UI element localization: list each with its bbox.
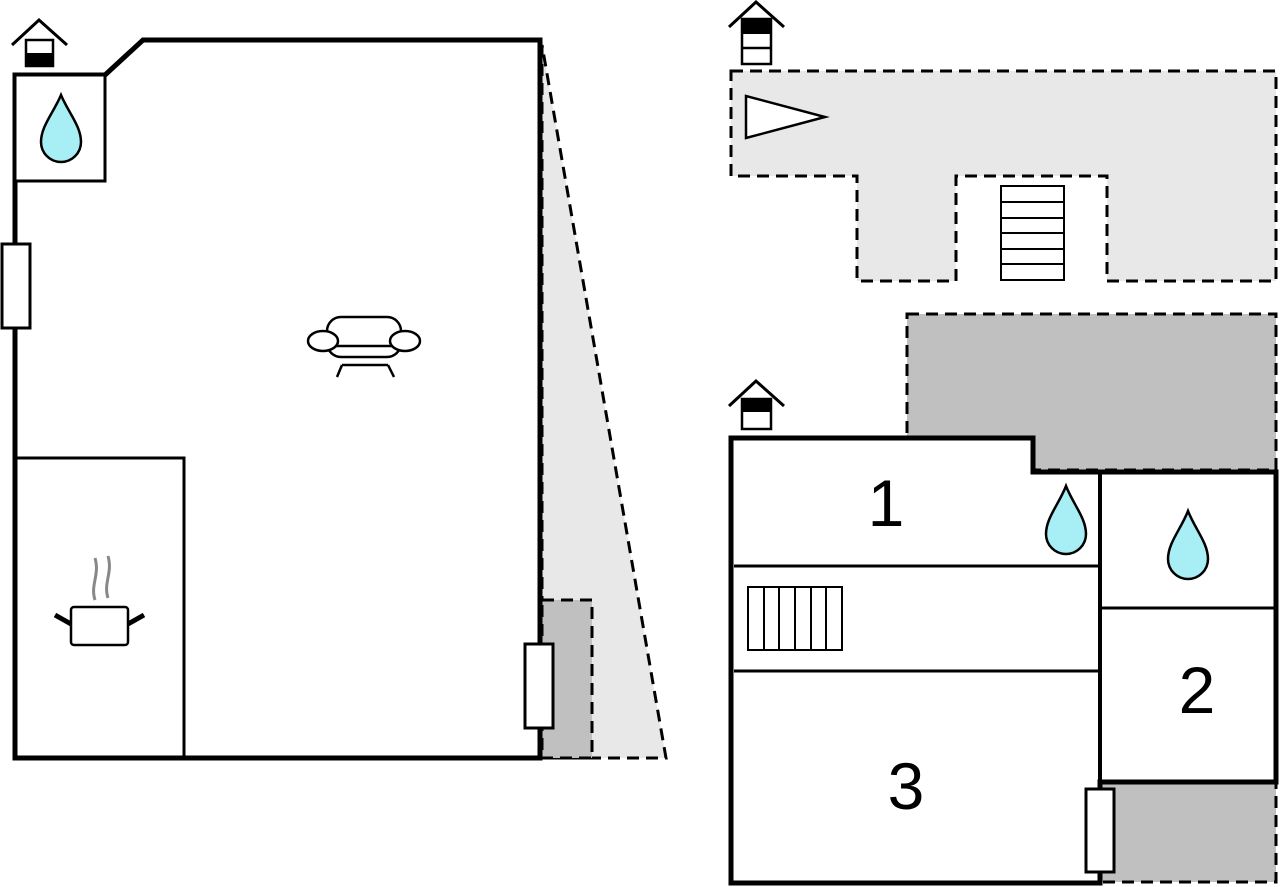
water-drop-icon	[1166, 507, 1210, 581]
door-icon	[0, 242, 32, 330]
right-top-terrace	[727, 0, 1278, 283]
left-floor	[0, 17, 668, 761]
upper-floor-outline	[728, 435, 1279, 886]
terrace-light	[729, 69, 1278, 283]
right-bottom-floor: 1 2 3	[727, 312, 1279, 886]
terrace-dark	[1098, 780, 1278, 884]
house-floor-icon	[727, 378, 785, 431]
door-icon	[1084, 787, 1116, 874]
direction-arrow-icon	[744, 94, 830, 140]
stairs-icon	[1000, 185, 1065, 281]
terrace-light	[540, 44, 668, 760]
house-floor-icon	[727, 0, 785, 66]
sofa-icon	[306, 315, 422, 378]
room-number-2: 2	[1179, 653, 1216, 727]
cooking-pot-icon	[53, 555, 146, 647]
stairs-icon	[747, 586, 843, 651]
house-floor-icon	[10, 17, 68, 68]
room-number-1: 1	[868, 466, 905, 540]
door-icon	[523, 642, 555, 730]
water-drop-icon	[39, 91, 83, 164]
water-drop-icon	[1044, 482, 1088, 556]
room-number-3: 3	[888, 749, 925, 823]
kitchen-area	[15, 456, 186, 758]
